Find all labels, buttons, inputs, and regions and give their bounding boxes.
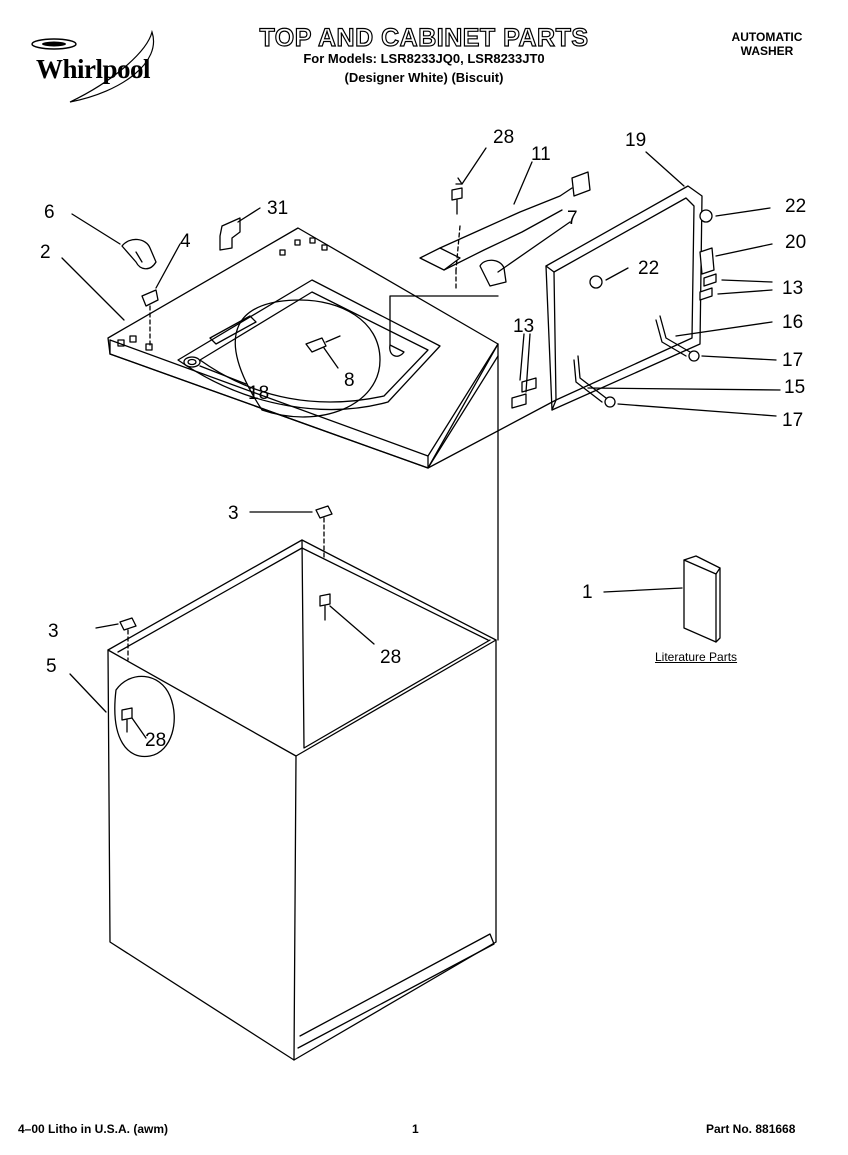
part-22-bumper-right	[699, 209, 713, 223]
brand-wordmark: Whirlpool	[36, 54, 151, 84]
callout-31: 31	[267, 198, 288, 219]
callout-17-upper: 17	[782, 350, 803, 371]
page-number: 1	[412, 1122, 419, 1136]
callout-19: 19	[625, 130, 646, 151]
part-17-bushing-upper	[688, 350, 700, 362]
callout-numbers: 28 11 19 6 31 4 2 7 22 20 22 13 16 13 8 …	[40, 127, 806, 751]
colors-line: (Designer White) (Biscuit)	[344, 70, 504, 85]
callout-18: 18	[248, 383, 269, 404]
product-line-1: AUTOMATIC	[731, 30, 803, 44]
part-8-screw	[305, 335, 341, 353]
part-13-screws-left	[511, 377, 537, 409]
callout-2: 2	[40, 242, 51, 263]
part-28-screw-mid	[319, 593, 331, 621]
part-28-screw-top	[451, 187, 463, 215]
callout-1: 1	[582, 582, 593, 603]
callout-28-mid: 28	[380, 647, 401, 668]
part-4-clip	[141, 289, 159, 347]
top-panel	[107, 227, 499, 469]
whirlpool-logo: Whirlpool	[22, 22, 182, 112]
literature-parts-label: Literature Parts	[655, 650, 738, 664]
callout-3-upper: 3	[228, 503, 239, 524]
part-16-hinge-rod	[655, 315, 691, 357]
page-title: TOP AND CABINET PARTS	[259, 23, 589, 52]
callout-11: 11	[531, 144, 551, 165]
logo-swoosh-icon	[31, 29, 155, 103]
lid-alignment-line	[427, 399, 557, 469]
part-6-clip	[121, 238, 157, 270]
part-11-lid-switch	[419, 171, 591, 291]
part-3-clip-lower	[119, 617, 137, 661]
callout-28-top: 28	[493, 127, 514, 148]
callout-16: 16	[782, 312, 803, 333]
callout-20: 20	[785, 232, 806, 253]
product-line-2: WASHER	[740, 44, 794, 58]
callout-13-left: 13	[513, 316, 534, 337]
part-22-bumper-mid	[589, 275, 603, 289]
part-3-clip-upper	[315, 505, 333, 561]
callout-8: 8	[344, 370, 355, 391]
callout-5: 5	[46, 656, 57, 677]
callout-7: 7	[567, 208, 578, 229]
models-line: For Models: LSR8233JQ0, LSR8233JT0	[303, 51, 545, 66]
part-number: Part No. 881668	[706, 1122, 796, 1136]
part-17-bushing-lower	[604, 396, 616, 408]
callout-13-right: 13	[782, 278, 803, 299]
part-13-screws-right	[699, 273, 717, 301]
callout-6: 6	[44, 202, 55, 223]
callout-22-right: 22	[785, 196, 806, 217]
actuator-leader-line	[389, 295, 499, 346]
callout-22-mid: 22	[638, 258, 659, 279]
callout-28-low: 28	[145, 730, 166, 751]
part-20-hinge-clip	[699, 247, 715, 275]
part-31-bracket	[219, 217, 241, 251]
product-type: AUTOMATIC WASHER	[712, 30, 822, 58]
callout-4: 4	[180, 231, 191, 252]
callout-17-lower: 17	[782, 410, 803, 431]
print-info: 4–00 Litho in U.S.A. (awm)	[18, 1122, 169, 1136]
part-7-lid-actuator	[479, 259, 507, 287]
part-18-grommet	[183, 356, 201, 368]
callout-3-lower: 3	[48, 621, 59, 642]
part-1-literature	[683, 555, 721, 643]
part-15-hinge-rod-lower	[573, 355, 607, 403]
callout-15: 15	[784, 377, 805, 398]
callout-leaders	[61, 147, 781, 739]
cabinet-cutaway-inset	[114, 675, 175, 758]
